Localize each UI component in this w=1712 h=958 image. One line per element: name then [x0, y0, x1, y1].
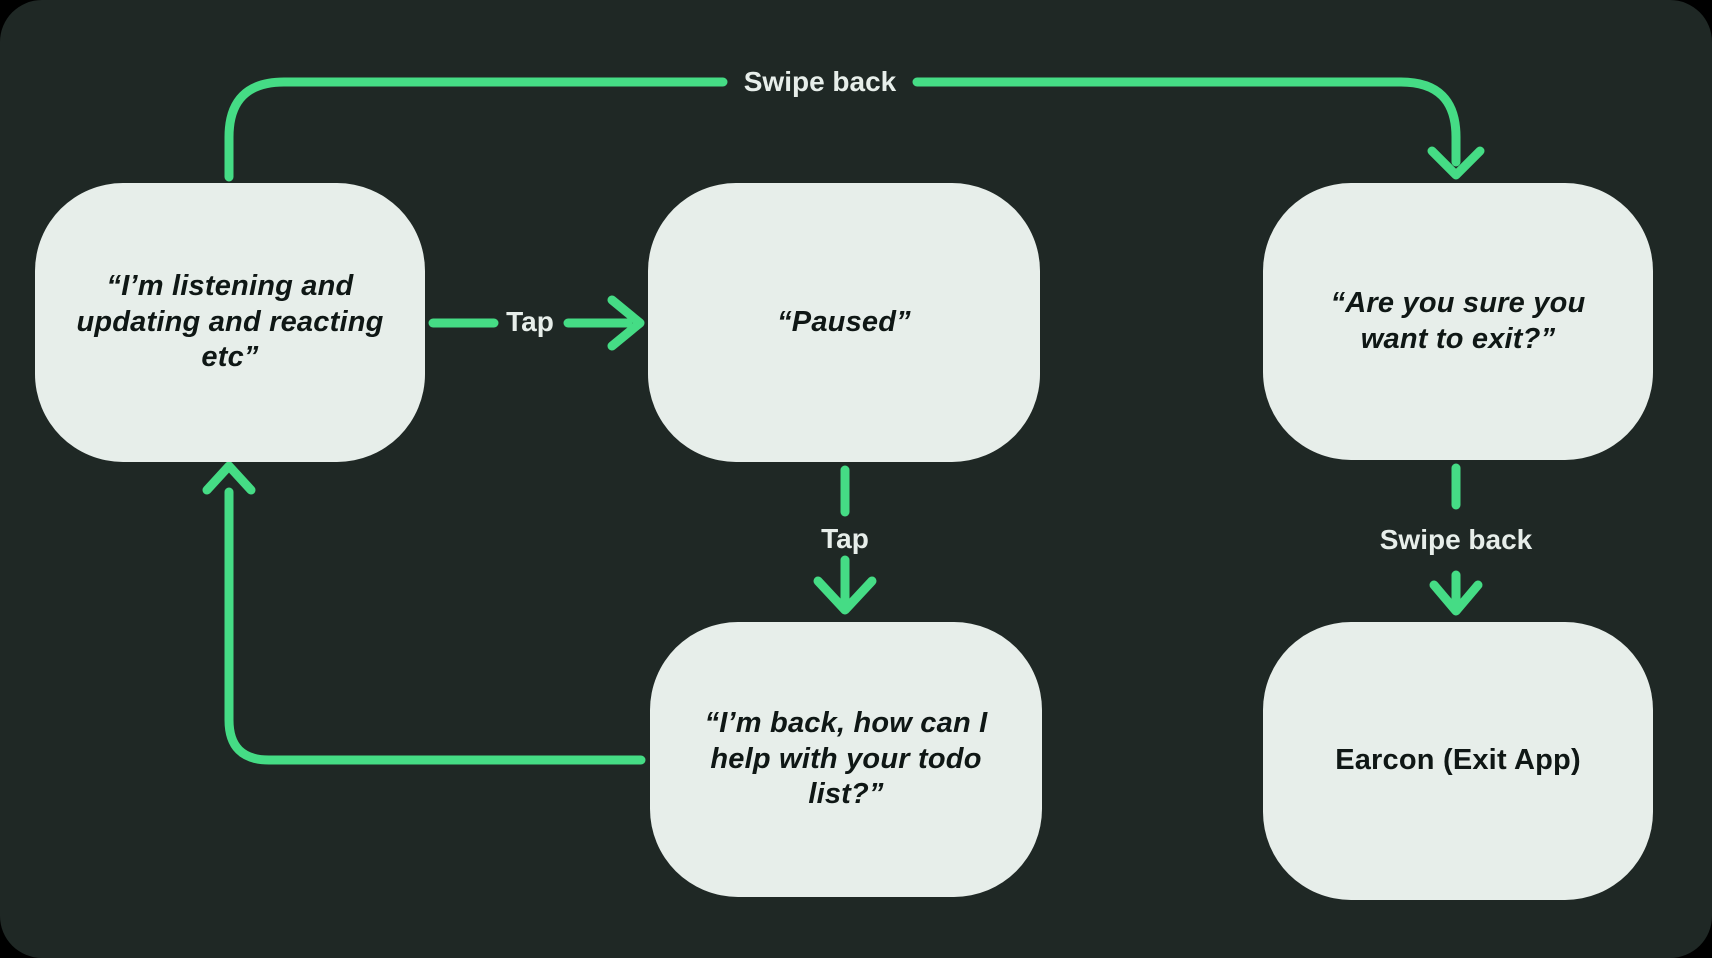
- node-label: “I’m listening and updating and reacting…: [76, 269, 384, 374]
- node-paused: “Paused”: [648, 183, 1040, 462]
- node-exit-confirm: “Are you sure you want to exit?”: [1263, 183, 1653, 460]
- node-label: “Paused”: [777, 305, 911, 338]
- edge-label-swipe-back-top: Swipe back: [743, 66, 897, 97]
- node-label: “I’m back, how can I help with your todo…: [704, 706, 988, 811]
- edge-label-swipe-back-down: Swipe back: [1379, 524, 1533, 555]
- node-back: “I’m back, how can I help with your todo…: [650, 622, 1042, 897]
- edge-swipe-back-down: [1429, 463, 1483, 616]
- edge-label-tap-down: Tap: [821, 523, 869, 554]
- node-label: Earcon (Exit App): [1335, 744, 1581, 777]
- arrowhead-right-icon: [607, 295, 645, 351]
- edge-swipe-back-top: [224, 77, 1485, 182]
- edge-tap-down: [813, 465, 877, 615]
- edge-tap-right: [428, 295, 645, 351]
- arrowhead-up-icon: [202, 461, 256, 495]
- arrowhead-down-icon: [1429, 580, 1483, 616]
- arrowhead-down-icon: [813, 576, 877, 615]
- arrowhead-down-icon: [1427, 146, 1485, 180]
- edge-return-loop: [202, 461, 646, 765]
- node-label: “Are you sure you want to exit?”: [1330, 286, 1586, 355]
- node-earcon-exit-app: Earcon (Exit App): [1263, 622, 1653, 900]
- edge-label-tap-right: Tap: [506, 306, 554, 337]
- node-listening: “I’m listening and updating and reacting…: [35, 183, 425, 462]
